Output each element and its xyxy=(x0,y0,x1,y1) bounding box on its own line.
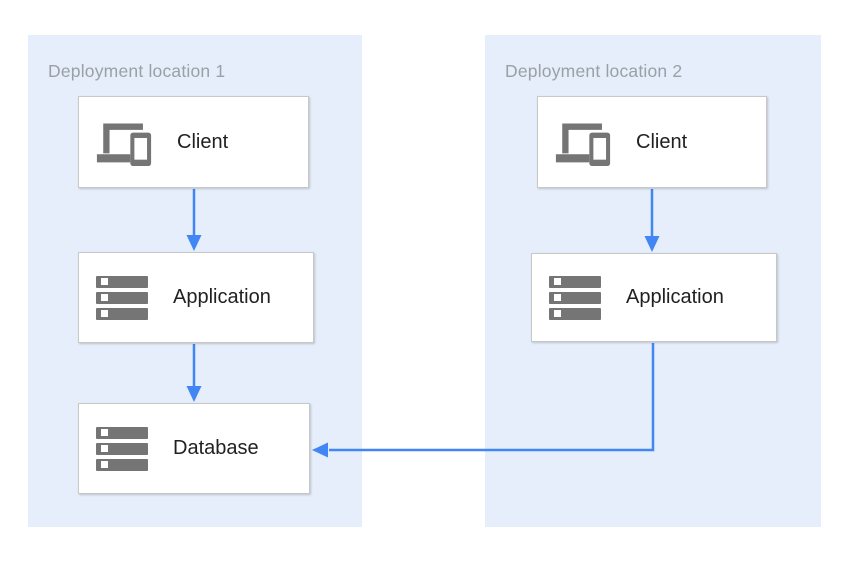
devices-icon xyxy=(96,119,152,166)
application-node-location-1: Application xyxy=(78,252,314,343)
application-node-location-2: Application xyxy=(531,253,777,342)
server-stack-icon xyxy=(96,426,148,471)
server-stack-icon xyxy=(96,275,148,320)
database-node: Database xyxy=(78,403,310,494)
deployment-location-2-label: Deployment location 2 xyxy=(505,61,683,81)
client-node-location-1: Client xyxy=(78,96,309,188)
node-label: Database xyxy=(173,437,259,459)
node-label: Client xyxy=(636,130,688,153)
node-label: Application xyxy=(173,286,271,308)
node-label: Application xyxy=(626,286,724,308)
client-node-location-2: Client xyxy=(537,96,767,188)
server-stack-icon xyxy=(549,275,601,320)
node-label: Client xyxy=(177,130,229,153)
deployment-location-1-label: Deployment location 1 xyxy=(48,61,226,81)
devices-icon xyxy=(555,119,611,166)
